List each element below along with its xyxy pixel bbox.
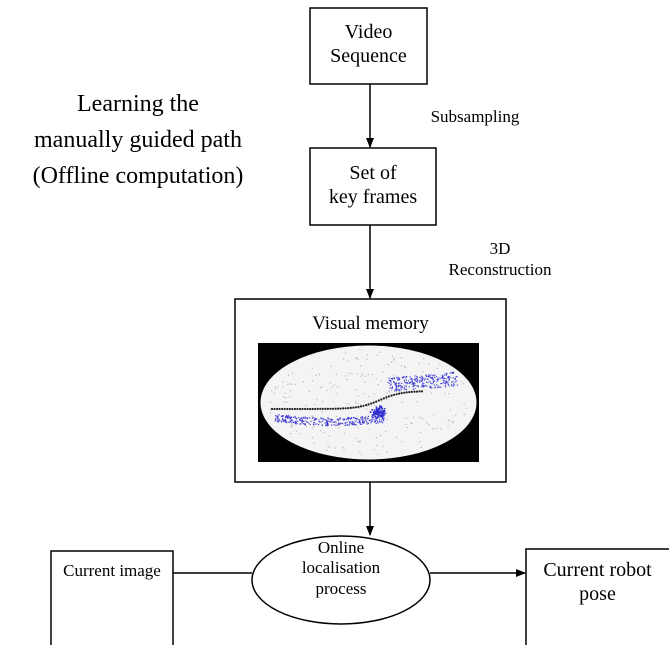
video-sequence-box — [309, 7, 428, 85]
note-line-2: manually guided path — [34, 127, 242, 153]
localisation-line-3: process — [315, 578, 367, 598]
current-image-box — [50, 550, 174, 645]
robot-pose-box — [525, 548, 669, 645]
localisation-line-2: localisation — [301, 558, 381, 578]
localisation-line-1: Online — [317, 538, 365, 557]
key-frames-line-2: key frames — [328, 186, 418, 208]
robot-pose-label: Current robot pose — [526, 558, 669, 606]
visual-memory-image — [258, 343, 479, 462]
localisation-label: Online localisation process — [252, 538, 430, 599]
video-sequence-line-2: Sequence — [330, 45, 407, 67]
reconstruction-line-2: Reconstruction — [448, 260, 552, 280]
video-sequence-label: Video Sequence — [310, 20, 427, 68]
localisation-ellipse — [251, 535, 431, 625]
current-image-label: Current image — [63, 561, 161, 580]
note-line-1: Learning the — [77, 91, 199, 117]
reconstruction-label: 3D Reconstruction — [430, 238, 570, 281]
robot-pose-line-1: Current robot — [543, 559, 652, 581]
visual-memory-title: Visual memory — [312, 313, 429, 334]
reconstruction-line-1: 3D — [489, 239, 511, 258]
robot-pose-line-2: pose — [579, 583, 616, 605]
subsampling-label: Subsampling — [430, 107, 520, 126]
key-frames-box — [309, 147, 437, 226]
key-frames-line-1: Set of — [349, 162, 397, 184]
key-frames-label: Set of key frames — [310, 161, 436, 209]
note-line-3: (Offline computation) — [32, 163, 244, 189]
video-sequence-line-1: Video — [344, 21, 393, 43]
learning-note: Learning the manually guided path (Offli… — [8, 86, 268, 194]
